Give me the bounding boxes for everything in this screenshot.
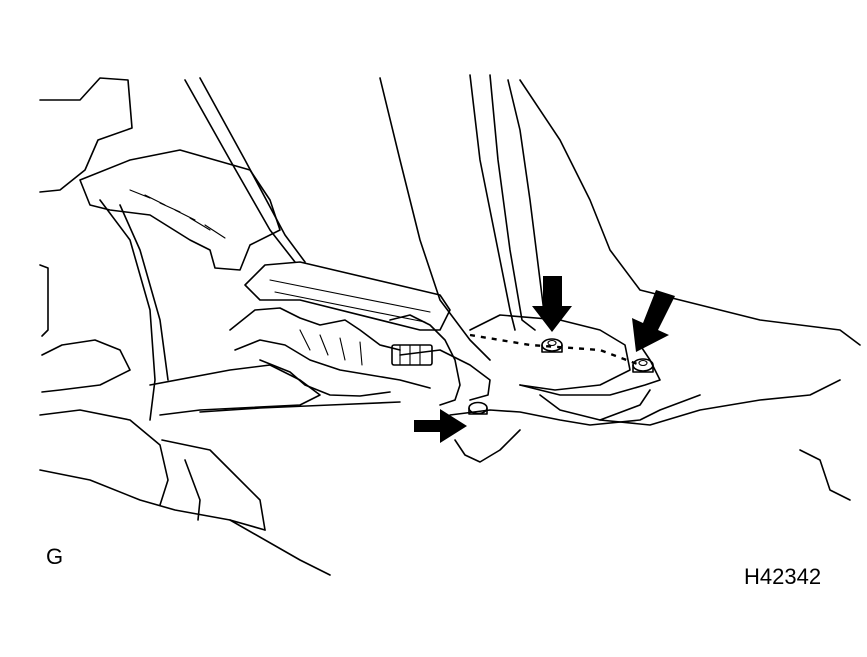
bolt-left	[468, 401, 488, 415]
seat-outline	[39, 77, 331, 576]
view-label: G	[46, 544, 64, 569]
arrow-down-left-icon	[632, 290, 675, 352]
figure-code: H42342	[744, 564, 822, 589]
arrow-right-icon	[414, 409, 467, 443]
floor-line	[149, 364, 401, 416]
bolt-top	[541, 338, 563, 353]
arrow-down-icon	[532, 276, 572, 332]
bolt-right	[632, 358, 654, 373]
seat-rail	[79, 149, 451, 331]
wire-harness	[229, 307, 491, 406]
